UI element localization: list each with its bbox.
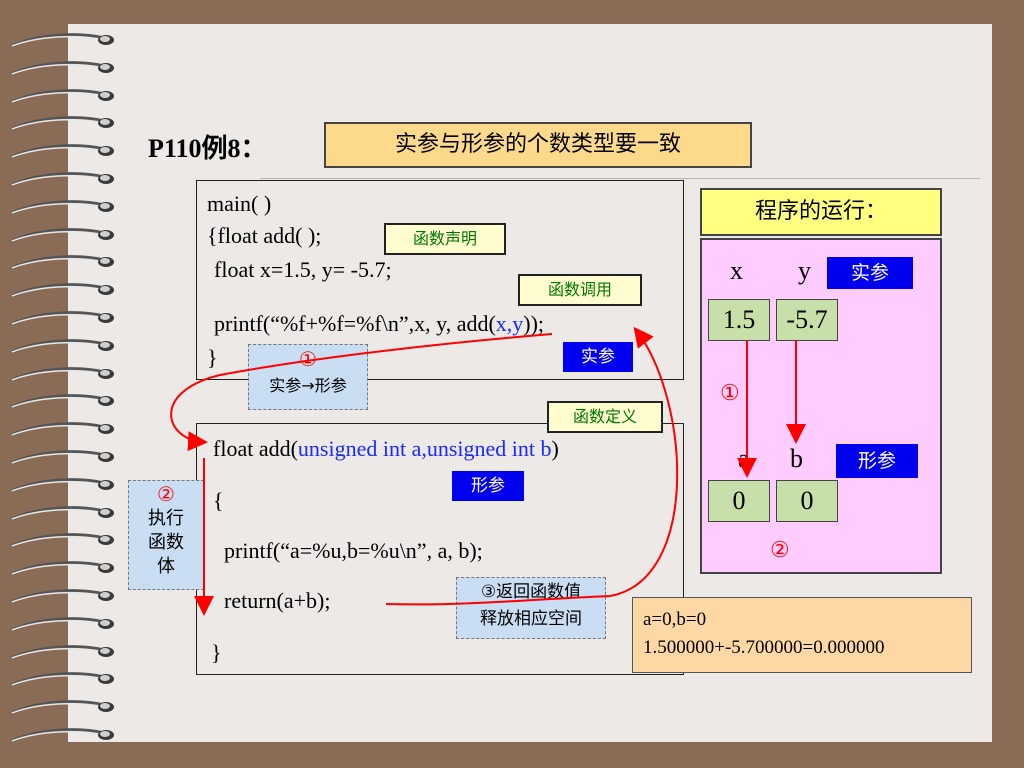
step2-text-line: 函数 [148,532,184,553]
program-output: a=0,b=0 1.500000+-5.700000=0.000000 [632,597,972,673]
step2-note: ② 执行 函数 体 [128,480,204,590]
code-line: { [213,488,224,513]
binding-ring [8,419,120,443]
code-line: float x=1.5, y= -5.7; [203,257,392,282]
cell-a: 0 [708,480,770,522]
tag-declaration: 函数声明 [384,223,506,255]
binding-ring [8,530,120,554]
arrow-args-to-params [170,333,553,452]
binding-ring [8,225,120,249]
output-line: 1.500000+-5.700000=0.000000 [643,637,885,658]
step2-number: ② [157,482,175,506]
binding-ring [8,141,120,165]
binding-ring [8,58,120,82]
binding-ring [8,169,120,193]
output-line: a=0,b=0 [643,609,707,630]
marker-step1: ① [720,380,740,405]
binding-ring [8,252,120,276]
code-text: ) [551,436,559,461]
code-line: printf(“a=%u,b=%u\n”, a, b); [213,538,483,563]
code-text: float add( [213,436,298,461]
binding-ring [8,558,120,582]
marker-step2: ② [770,537,790,562]
cell-y: -5.7 [776,299,838,341]
tag-formal-params: 形参 [452,471,524,501]
rule-banner: 实参与形参的个数类型要一致 [324,122,752,168]
actual-args: x,y [495,311,524,336]
binding-ring [8,669,120,693]
binding-ring [8,503,120,527]
tag-definition: 函数定义 [547,401,663,433]
page-title: P110例8： [148,134,267,163]
var-name-y: y [798,256,811,285]
tag-actual-args: 实参 [563,342,633,372]
code-line: return(a+b); [213,588,331,613]
binding-ring [8,336,120,360]
binding-ring [8,308,120,332]
step1-number: ① [299,347,317,371]
binding-ring [8,113,120,137]
binding-ring [8,697,120,721]
tag-call: 函数调用 [518,274,642,306]
code-line: main( ) [207,191,272,216]
code-line: {float add( ); [207,223,322,248]
code-line: } [207,345,218,370]
step3-text-line: 释放相应空间 [480,609,582,629]
code-line: } [211,640,222,665]
code-text: printf(“%f+%f=%f\n”,x, y, add( [203,311,496,336]
cell-x: 1.5 [708,299,770,341]
arrow-return-value [385,326,679,606]
var-name-x: x [730,256,743,285]
binding-ring [8,725,120,749]
divider-line [260,178,980,179]
step3-text-line: ③返回函数值 [480,582,582,602]
add-function-box: float add(unsigned int a,unsigned int b)… [196,423,684,675]
code-text: )); [523,311,545,336]
binding-ring [8,280,120,304]
binding-ring [8,586,120,610]
step1-text: 实参→形参 [269,376,347,395]
binding-ring [8,86,120,110]
binding-ring [8,642,120,666]
tag-actual-args-panel: 实参 [827,257,913,289]
formal-params: unsigned int a,unsigned int b [297,436,552,461]
binding-ring [8,475,120,499]
binding-ring [8,391,120,415]
step3-note: ③返回函数值 释放相应空间 [456,577,606,639]
runtime-label: 程序的运行： [700,188,942,236]
step2-text-line: 体 [157,556,175,577]
binding-ring [8,447,120,471]
binding-ring [8,364,120,388]
var-name-b: b [790,444,803,473]
binding-ring [8,30,120,54]
binding-ring [8,614,120,638]
binding-ring [8,197,120,221]
step2-text-line: 执行 [148,508,184,529]
code-line-printf: printf(“%f+%f=%f\n”,x, y, add(x,y)); [203,311,544,337]
cell-b: 0 [776,480,838,522]
tag-formal-params-panel: 形参 [836,444,918,478]
code-line-signature: float add(unsigned int a,unsigned int b) [213,436,559,462]
